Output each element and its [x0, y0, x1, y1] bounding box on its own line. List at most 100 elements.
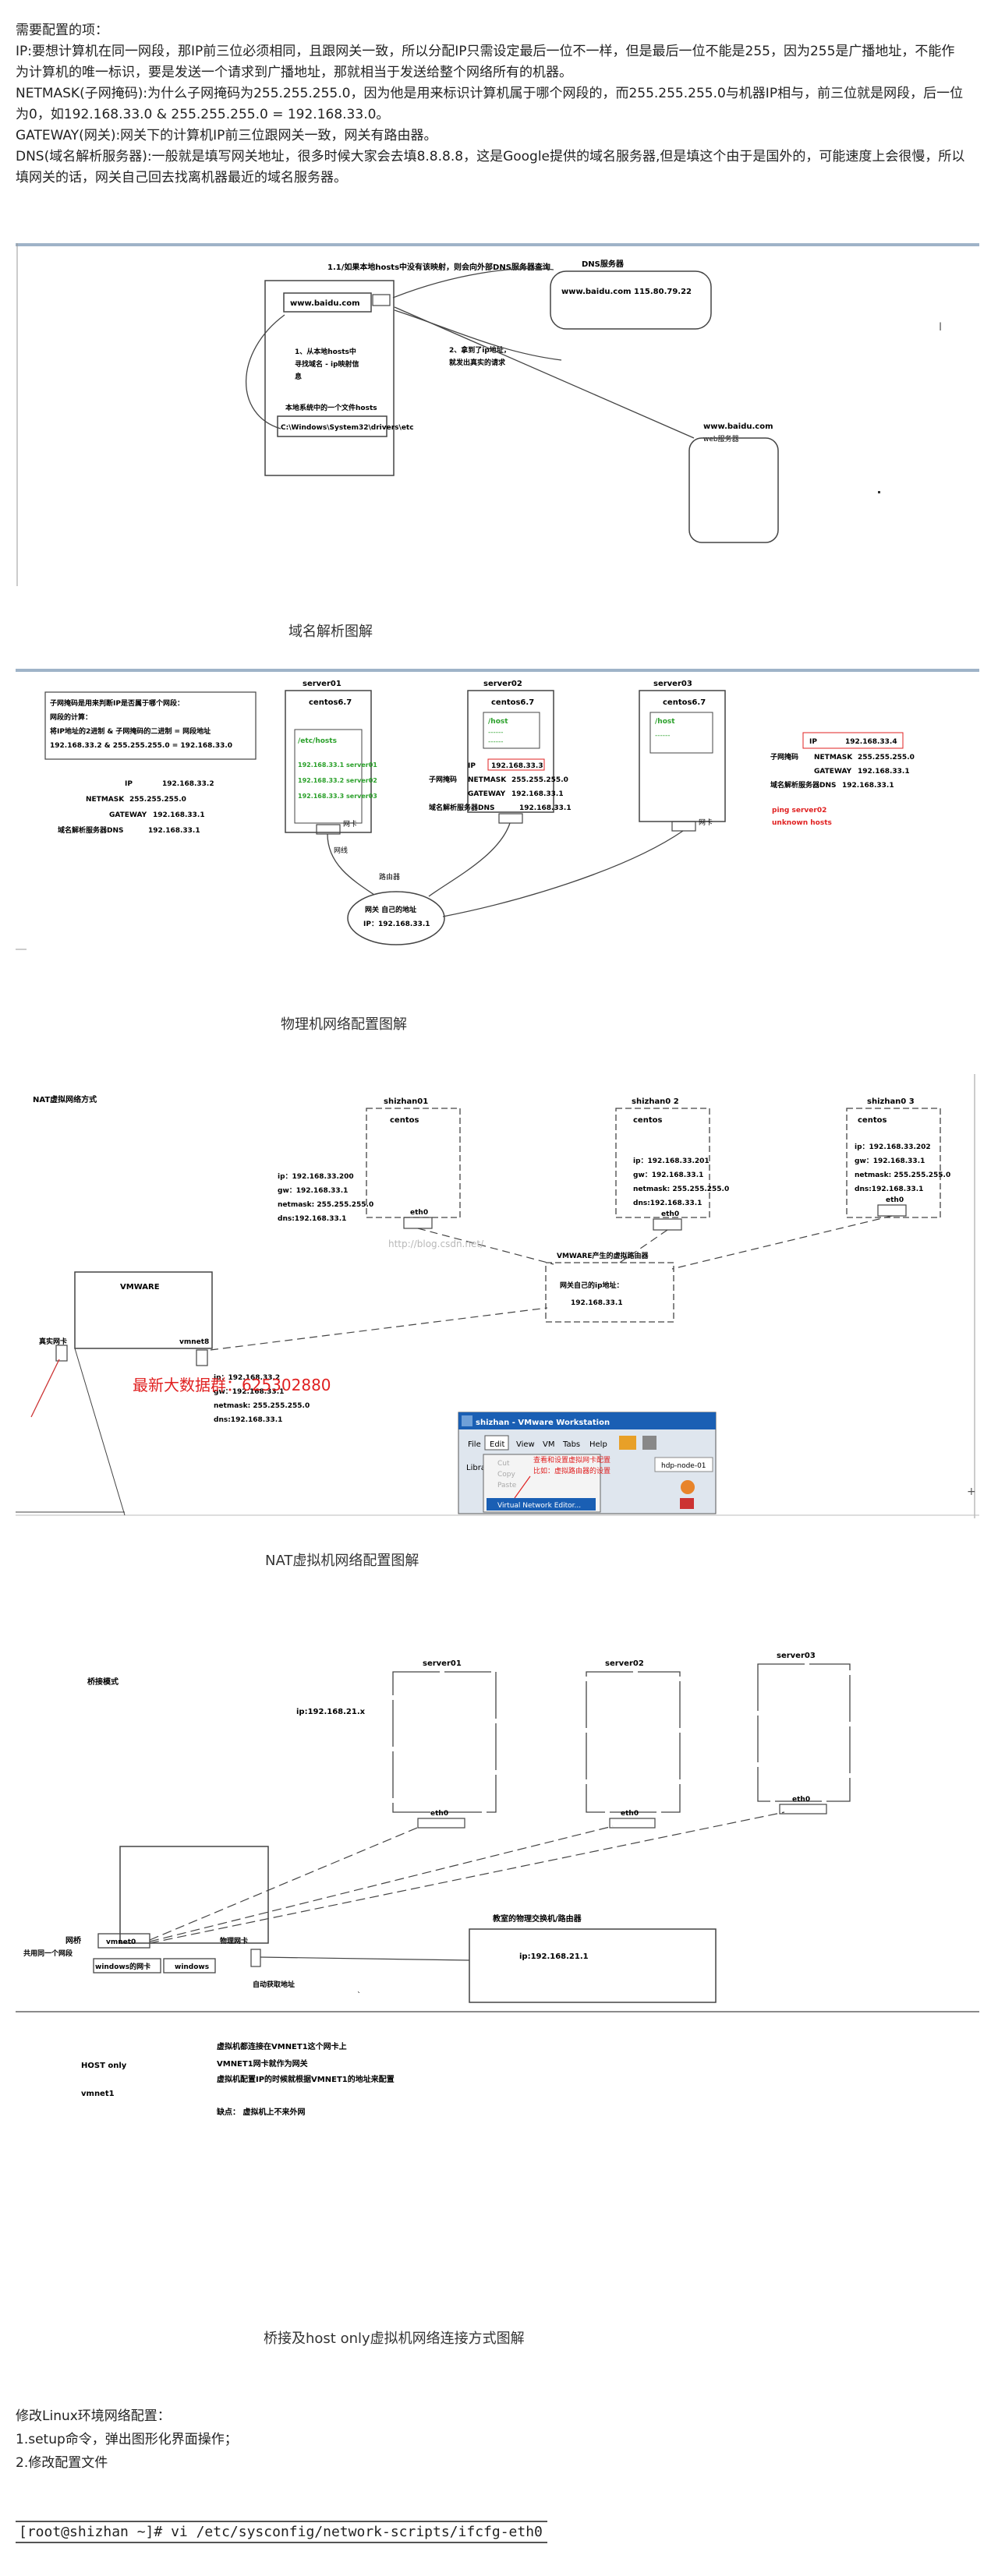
switch-ip: ip:192.168.21.1 [519, 1952, 589, 1961]
nat-host3-box [846, 1108, 941, 1218]
cfg-left-ip: 192.168.33.2 [162, 780, 214, 788]
vmware-leg-left [74, 1348, 126, 1516]
physical-network-diagram: 子网掩码是用来判断IP是否属于哪个网段： 网段的计算： 将IP地址的2进制 & … [16, 669, 979, 981]
dns-server-title: DNS服务器 [582, 259, 625, 269]
ws-menu-file[interactable]: File [468, 1440, 481, 1449]
ws-note-arrow [514, 1475, 531, 1499]
ws-menu-tabs[interactable]: Tabs [562, 1440, 580, 1449]
note-line-4: 192.168.33.2 & 255.255.255.0 = 192.168.3… [50, 742, 232, 750]
nat-link-vmnet8 [210, 1307, 548, 1351]
cfg-right-ip: 192.168.33.4 [845, 738, 897, 746]
vmnet8-label: vmnet8 [179, 1338, 209, 1346]
step-local-1: 1、从本地hosts中 [295, 347, 356, 356]
cfg-right-ip-label: IP [809, 738, 817, 746]
footer-step1: 1.setup命令，弹出图形化界面操作； [16, 2432, 238, 2447]
real-nic-port [55, 1345, 68, 1362]
crosshair-icon: + [967, 1486, 976, 1498]
footer-title: 修改Linux环境网络配置： [16, 2408, 171, 2424]
nat-host2-ip: ip：192.168.33.201 [633, 1157, 710, 1165]
nat-host2-eth-port [653, 1218, 682, 1231]
cable-3 [442, 830, 684, 917]
windows-box [163, 1958, 216, 1974]
step-ip-1: 2、拿到了ip地址， [449, 345, 511, 355]
nat-host1-mask: netmask: 255.255.255.0 [278, 1201, 373, 1209]
switch-box [469, 1928, 717, 2003]
ws-menu-cut[interactable]: Cut [497, 1460, 510, 1468]
browser-arrow-icon [372, 294, 391, 306]
lookup-curve [246, 314, 285, 429]
cfg-left-mask: 255.255.255.0 [129, 796, 186, 804]
ws-menu-paste[interactable]: Paste [497, 1482, 517, 1489]
ws-titlebar [458, 1412, 716, 1429]
nat-host3-name: shizhan0 3 [867, 1097, 915, 1106]
note-line-2: 网段的计算： [50, 712, 92, 722]
real-request-curve [394, 306, 695, 439]
server02-nic [498, 813, 523, 824]
nat-host1-dns: dns:192.168.33.1 [278, 1215, 346, 1223]
dns-reply-curve [394, 309, 562, 361]
auto-ip-label: 自动获取地址 [253, 1980, 295, 1989]
cfg-mid-mask-label: 子网掩码 [429, 775, 457, 784]
real-nic-cable [30, 1359, 60, 1418]
dns-query-curve [392, 267, 554, 299]
phys-nic-label: 物理网卡 [220, 1936, 248, 1945]
cfg-mid-ip-label: IP [468, 762, 476, 770]
cfg-mid-netmask-label: NETMASK [468, 776, 507, 784]
nat-vm-gw: gw：192.168.33.1 [214, 1388, 284, 1396]
bridge-server1: server01 [423, 1659, 462, 1668]
ws-menu-view[interactable]: View [516, 1440, 535, 1449]
nat-host3-mask: netmask: 255.255.255.0 [855, 1171, 950, 1179]
step-ip-2: 就发出真实的请求 [449, 358, 506, 367]
cable-label: 网线 [334, 846, 348, 855]
host-only-title: HOST only [81, 2062, 127, 2070]
ws-app-icon [462, 1415, 472, 1426]
dns-top-note: 1.1/如果本地hosts中没有该映射，则会向外部DNS服务器查询 [327, 262, 550, 272]
bridge-eth1: eth0 [430, 1810, 448, 1818]
tick-mark: ˋ [357, 1991, 361, 2000]
ws-tab-label: hdp-node-01 [661, 1462, 706, 1470]
ws-menu-edit[interactable]: Edit [490, 1440, 504, 1449]
nat-vm-mask: netmask: 255.255.255.0 [214, 1402, 310, 1410]
bridge-link-3 [149, 1811, 785, 1944]
nat-diagram: NAT虚拟网络方式 shizhan01 centos ip：192.168.33… [16, 1074, 979, 1518]
server01-box [285, 690, 372, 833]
hosts-box [277, 415, 388, 437]
unknown-hosts-text: unknown hosts [772, 819, 832, 827]
nat-host1-os: centos [390, 1116, 419, 1125]
shell-command: [root@shizhan ~]# vi /etc/sysconfig/netw… [16, 2521, 547, 2543]
cfg-right-mask-label: 子网掩码 [770, 752, 798, 761]
ws-vne-item[interactable]: Virtual Network Editor... [497, 1502, 581, 1510]
web-server-sub: web服务器 [703, 434, 739, 443]
ws-menu-help[interactable]: Help [589, 1440, 607, 1449]
cable-2 [428, 822, 511, 897]
bridge-link-2 [149, 1825, 614, 1942]
cfg-left-mask-label: NETMASK [86, 796, 125, 804]
nat-host3-dns: dns:192.168.33.1 [855, 1186, 923, 1193]
nat-host3-gw: gw：192.168.33.1 [855, 1157, 925, 1165]
router-ip-label: 网关 自己的地址 [365, 905, 416, 914]
nat-router-ip: 192.168.33.1 [571, 1299, 623, 1307]
ws-toolbar-icon[interactable] [619, 1436, 636, 1450]
ws-toolbar-icon-2[interactable] [642, 1436, 656, 1450]
nat-host1-name: shizhan01 [384, 1097, 428, 1106]
cfg-left-ip-label: IP [125, 780, 133, 788]
ws-note-2: 比如：虚拟路由器的设置 [533, 1466, 610, 1475]
server03-hosts-box [649, 712, 713, 754]
ws-menu-copy[interactable]: Copy [497, 1471, 516, 1479]
ws-firefox-icon [681, 1480, 695, 1494]
ws-menu-vm[interactable]: VM [543, 1440, 554, 1449]
nat-host2-os: centos [633, 1116, 662, 1125]
server03-hosts-0: /host [655, 718, 675, 726]
nat-host3-eth: eth0 [886, 1196, 904, 1204]
cfg-right-gw-label: GATEWAY [814, 768, 852, 776]
bridge-eth2: eth0 [621, 1810, 639, 1818]
note-line-3: 将IP地址的2进制 & 子网掩码的二进制 = 网段地址 [50, 726, 211, 736]
ws-vne-highlight [487, 1498, 596, 1511]
cfg-mid-gw: 192.168.33.1 [511, 790, 564, 798]
bridge-diagram-caption: 桥接及host only虚拟机网络连接方式图解 [264, 2330, 525, 2347]
cfg-left-dns-label: 域名解析服务器DNS [58, 825, 124, 835]
dns-diagram-caption: 域名解析图解 [288, 624, 373, 640]
ws-tab[interactable] [654, 1457, 713, 1472]
bridge-link-1 [149, 1825, 422, 1941]
cfg-right-dns: 192.168.33.1 [842, 782, 894, 790]
